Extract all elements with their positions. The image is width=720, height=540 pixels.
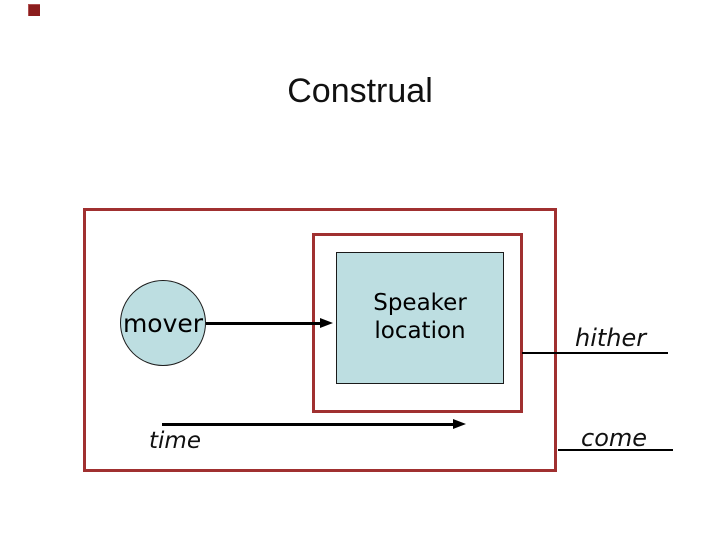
speaker-location-box: Speaker location (336, 252, 504, 384)
construal-outer-frame (83, 208, 557, 472)
time-arrow-head-icon (453, 419, 466, 429)
time-label: time (149, 428, 201, 454)
corner-square-decoration (28, 4, 40, 16)
come-label: come (581, 424, 648, 452)
hither-label: hither (575, 324, 647, 352)
slide-title: Construal (287, 72, 433, 110)
mover-circle: mover (120, 280, 206, 366)
mover-label: mover (122, 308, 204, 338)
mover-arrow-head-icon (320, 318, 333, 328)
mover-to-speaker-arrow (206, 322, 320, 325)
speaker-location-label: Speaker location (373, 290, 467, 344)
time-axis-arrow (162, 423, 453, 426)
come-underline (558, 449, 673, 451)
hither-underline (522, 352, 668, 354)
